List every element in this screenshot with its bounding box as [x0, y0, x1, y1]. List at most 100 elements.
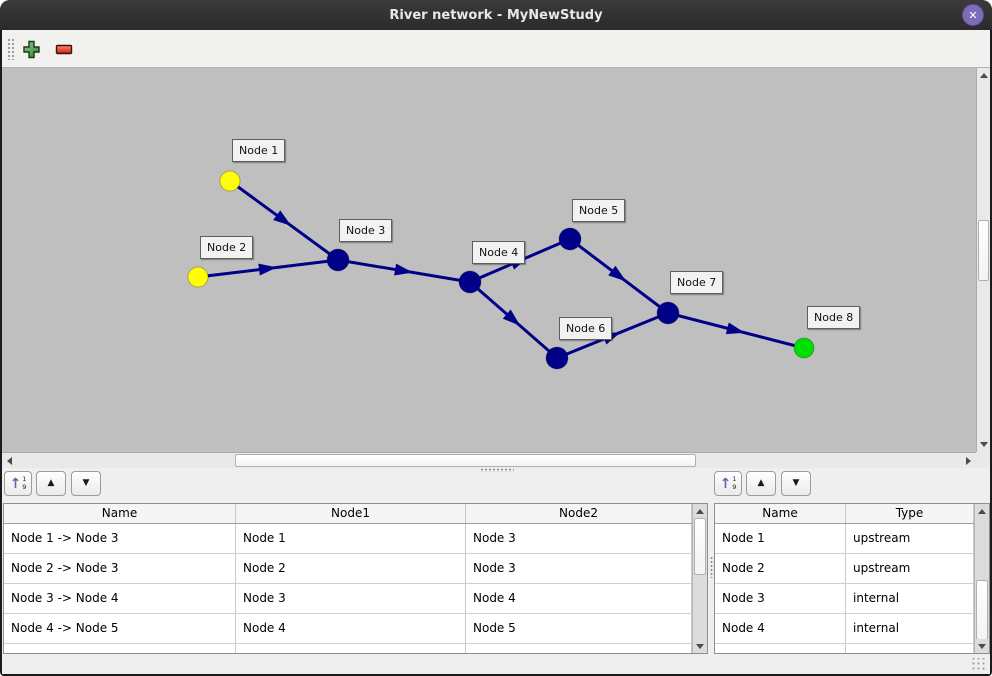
hscroll-thumb[interactable] [235, 454, 696, 467]
table-cell[interactable]: Node 3 [466, 554, 692, 583]
triangle-down-icon [978, 643, 986, 649]
table-cell[interactable]: Node 3 [236, 584, 466, 613]
status-bar [2, 654, 990, 674]
node-node-3[interactable] [326, 248, 350, 272]
table-cell[interactable]: Node 3 [715, 584, 846, 613]
node-node-6[interactable] [545, 346, 569, 370]
remove-node-button[interactable] [52, 37, 76, 61]
scroll-down-button[interactable] [977, 437, 990, 452]
table-cell[interactable]: upstream [846, 524, 974, 553]
resize-grip[interactable] [972, 658, 986, 671]
triangle-right-icon [966, 456, 971, 465]
column-header[interactable]: Name [715, 504, 846, 523]
triangle-down-icon [979, 442, 988, 447]
table-row[interactable] [715, 644, 989, 653]
horizontal-splitter-handle[interactable] [480, 468, 514, 472]
table-cell[interactable]: Node 4 [715, 614, 846, 643]
table-cell[interactable] [715, 644, 846, 653]
table-cell[interactable]: upstream [846, 554, 974, 583]
scroll-left-button[interactable] [2, 453, 17, 468]
table-cell[interactable]: internal [846, 584, 974, 613]
reaches-move-up-button[interactable]: ▲ [36, 471, 66, 496]
scroll-up-button[interactable] [977, 68, 990, 83]
table-cell[interactable]: Node 3 -> Node 4 [4, 584, 236, 613]
reaches-table-vscrollbar[interactable] [692, 504, 707, 653]
node-node-2[interactable] [187, 266, 209, 288]
vertical-splitter-handle[interactable] [710, 556, 714, 578]
nodes-move-down-button[interactable]: ▼ [781, 471, 811, 496]
title-bar[interactable]: River network - MyNewStudy ✕ [0, 0, 992, 30]
table-cell[interactable] [846, 644, 974, 653]
vscroll-thumb[interactable] [976, 580, 988, 640]
toolbar-drag-handle[interactable] [7, 38, 15, 60]
vscroll-thumb[interactable] [978, 220, 989, 281]
close-button[interactable]: ✕ [962, 4, 984, 26]
edge-arrow-icon [394, 263, 413, 276]
nodes-move-up-button[interactable]: ▲ [746, 471, 776, 496]
table-cell[interactable]: Node 1 -> Node 3 [4, 524, 236, 553]
table-cell[interactable]: Node 1 [236, 524, 466, 553]
column-header[interactable]: Node2 [466, 504, 692, 523]
table-cell[interactable] [4, 644, 236, 653]
table-cell[interactable]: Node 5 [466, 614, 692, 643]
triangle-down-icon: ▼ [792, 478, 800, 488]
window-title: River network - MyNewStudy [389, 7, 603, 23]
column-header[interactable]: Node1 [236, 504, 466, 523]
triangle-left-icon [7, 456, 12, 465]
scroll-right-button[interactable] [961, 453, 976, 468]
column-header[interactable]: Type [846, 504, 974, 523]
nodes-table-vscrollbar[interactable] [974, 504, 989, 653]
scroll-down-button[interactable] [975, 639, 989, 653]
scroll-up-button[interactable] [693, 504, 707, 518]
add-node-button[interactable] [19, 37, 43, 61]
node-node-8[interactable] [793, 337, 815, 359]
node-node-5[interactable] [558, 227, 582, 251]
main-toolbar [2, 30, 990, 68]
node-node-4[interactable] [458, 270, 482, 294]
scroll-down-button[interactable] [693, 639, 707, 653]
plus-icon [22, 40, 40, 58]
table-cell[interactable]: Node 1 [715, 524, 846, 553]
diagram-vscrollbar[interactable] [976, 68, 990, 452]
triangle-down-icon: ▼ [82, 478, 90, 488]
edge-arrow-icon [258, 263, 277, 276]
edge-arrow-icon [608, 265, 627, 282]
vscroll-thumb[interactable] [694, 518, 706, 575]
triangle-up-icon [979, 73, 988, 78]
node-node-7[interactable] [656, 301, 680, 325]
close-icon: ✕ [968, 8, 978, 22]
table-cell[interactable] [466, 644, 692, 653]
table-cell[interactable]: Node 2 -> Node 3 [4, 554, 236, 583]
diagram-hscrollbar[interactable] [2, 452, 976, 468]
triangle-down-icon [696, 643, 704, 649]
table-row[interactable] [4, 644, 707, 653]
reaches-move-down-button[interactable]: ▼ [71, 471, 101, 496]
table-cell[interactable]: Node 3 [466, 524, 692, 553]
table-cell[interactable] [236, 644, 466, 653]
table-cell[interactable]: Node 4 -> Node 5 [4, 614, 236, 643]
table-cell[interactable]: Node 4 [236, 614, 466, 643]
edge-arrow-icon [725, 322, 745, 335]
table-cell[interactable]: internal [846, 614, 974, 643]
table-cell[interactable]: Node 2 [715, 554, 846, 583]
scroll-up-button[interactable] [975, 504, 989, 518]
table-cell[interactable]: Node 2 [236, 554, 466, 583]
node-label: Node 2 [200, 236, 254, 259]
table-cell[interactable]: Node 4 [466, 584, 692, 613]
node-label: Node 3 [339, 219, 393, 242]
node-label: Node 5 [572, 199, 626, 222]
column-header[interactable]: Name [4, 504, 236, 523]
node-node-1[interactable] [219, 170, 241, 192]
